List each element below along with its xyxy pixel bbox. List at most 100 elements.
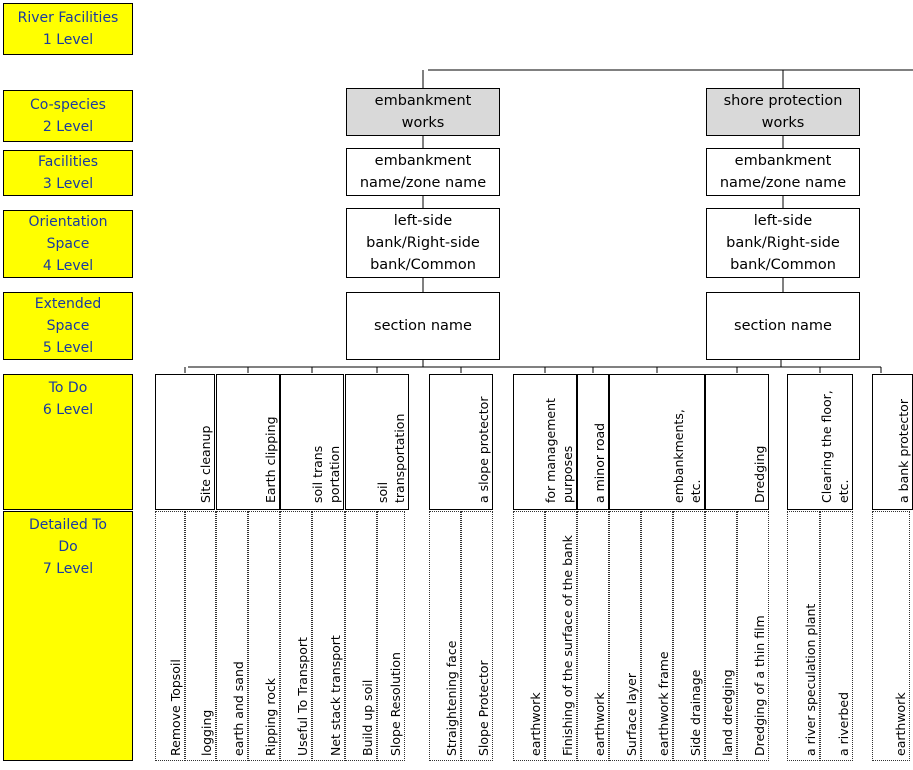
text-line: 5 Level (42, 340, 94, 356)
text-line: purposes (560, 445, 575, 503)
todo-bank-protector: a bank protector (872, 374, 913, 510)
detailed-todo-item: Straightening face (429, 511, 461, 761)
detailed-todo-item: Useful To Transport (280, 511, 312, 761)
todo-slope-protector: a slope protector (429, 374, 493, 510)
todo-site-cleanup: Site cleanup (155, 374, 215, 510)
detailed-todo-text: logging (186, 512, 215, 760)
text-line: Dredging (752, 445, 767, 503)
text-line: Orientation (28, 214, 108, 230)
detailed-todo-text: earthwork (873, 512, 909, 760)
text-line: bank/Right-side (366, 235, 480, 251)
text-line: Earth clipping (263, 416, 278, 503)
text-line: Remove Topsoil (168, 659, 183, 756)
detailed-todo-text: Build up soil (346, 512, 376, 760)
text-line: embankments, (671, 409, 686, 503)
detailed-todo-item: earth and sand (216, 511, 248, 761)
detailed-todo-item: Surface layer (609, 511, 641, 761)
text-line: a minor road (592, 422, 607, 503)
detailed-todo-item: Dredging of a thin film (737, 511, 769, 761)
detailed-todo-item: earthwork (872, 511, 910, 761)
detailed-todo-item: earthwork (513, 511, 545, 761)
detailed-todo-text: Remove Topsoil (156, 512, 184, 760)
detailed-todo-item: Ripping rock (248, 511, 280, 761)
detailed-todo-text: Ripping rock (249, 512, 279, 760)
todo-embankments: embankments,etc. (609, 374, 705, 510)
todo-text: embankments,etc. (610, 375, 704, 509)
text-line: soil (375, 481, 390, 503)
text-line: earth and sand (231, 661, 246, 756)
detailed-todo-text: Net stack transport (313, 512, 344, 760)
text-line: Surface layer (624, 673, 639, 756)
todo-dredging: Dredging (705, 374, 769, 510)
text-line: a bank protector (896, 399, 911, 503)
text-line: a slope protector (476, 396, 491, 503)
text-line: earthwork frame (656, 651, 671, 756)
detailed-todo-item: a river speculation plant (787, 511, 820, 761)
detailed-todo-item: earthwork (577, 511, 609, 761)
detailed-todo-item: Side drainage (673, 511, 705, 761)
text-line: Facilities (38, 154, 98, 170)
text-line: Finishing of the surface of the bank (560, 535, 575, 756)
co-species-box: embankment works (346, 88, 500, 136)
detailed-todo-item: Remove Topsoil (155, 511, 185, 761)
text-line: Do (58, 539, 78, 555)
text-line: left-side (393, 213, 453, 229)
detailed-todo-item: Slope Protector (461, 511, 493, 761)
detailed-todo-text: earthwork (514, 512, 544, 760)
text-line: 6 Level (42, 402, 94, 418)
detailed-todo-item: Slope Resolution (377, 511, 405, 761)
todo-minor-road: a minor road (577, 374, 609, 510)
text-line: etc. (688, 479, 703, 503)
text-line: portation (327, 445, 342, 503)
detailed-todo-item: land dredging (705, 511, 737, 761)
text-line: Clearing the floor, (819, 390, 834, 503)
text-line: soil trans (310, 445, 325, 503)
text-line: section name (734, 318, 832, 334)
detailed-todo-item: earthwork frame (641, 511, 673, 761)
text-line: name/zone name (719, 175, 847, 191)
orientation-box: left-side bank/Right-side bank/Common (346, 208, 500, 278)
text-line: works (761, 115, 805, 131)
todo-earth-clipping: Earth clipping (216, 374, 280, 510)
detailed-todo-item: a riverbed (820, 511, 853, 761)
text-line: bank/Common (370, 257, 476, 273)
text-line: Detailed To (29, 517, 107, 533)
text-line: Useful To Transport (295, 637, 310, 756)
text-line: earthwork (592, 692, 607, 756)
text-line: Straightening face (444, 640, 459, 756)
text-line: Slope Protector (476, 660, 491, 756)
todo-text: Site cleanup (156, 375, 214, 509)
text-line: 1 Level (42, 32, 94, 48)
text-line: Dredging of a thin film (752, 615, 767, 756)
text-line: a river speculation plant (803, 603, 818, 756)
text-line: embankment (734, 153, 832, 169)
text-line: shore protection (723, 93, 843, 109)
text-line: logging (199, 709, 214, 756)
level-7-label: Detailed To Do 7 Level (3, 511, 133, 761)
todo-text: Earth clipping (217, 375, 279, 509)
text-line: Ripping rock (263, 678, 278, 756)
detailed-todo-text: Useful To Transport (281, 512, 311, 760)
text-line: a riverbed (836, 691, 851, 756)
text-line: section name (374, 318, 472, 334)
text-line: embankment (374, 93, 472, 109)
detailed-todo-text: earthwork frame (642, 512, 672, 760)
detailed-todo-text: a riverbed (821, 512, 852, 760)
extended-space-box: section name (706, 292, 860, 360)
text-line: name/zone name (359, 175, 487, 191)
text-line: 4 Level (42, 258, 94, 274)
text-line: earthwork (893, 692, 908, 756)
text-line: Slope Resolution (388, 652, 403, 756)
text-line: 7 Level (42, 561, 94, 577)
text-line: works (401, 115, 445, 131)
todo-text: Dredging (706, 375, 768, 509)
todo-text: Clearing the floor,etc. (788, 375, 852, 509)
text-line: Side drainage (688, 669, 703, 756)
